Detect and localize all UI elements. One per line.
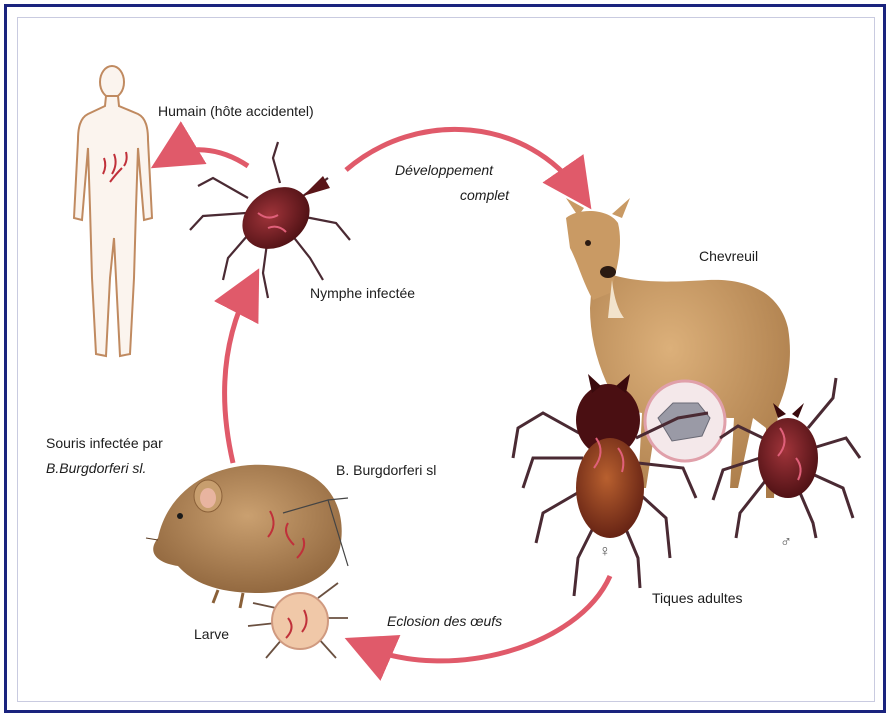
label-human: Humain (hôte accidentel) [158,102,314,120]
mouse-figure [146,465,342,608]
human-figure [74,66,152,356]
lyme-cycle-illustration [18,18,874,701]
label-mouse-line-2: B.Burgdorferi sl. [46,459,146,477]
label-hatching: Eclosion des œufs [387,612,502,630]
male-symbol: ♂ [780,534,792,552]
label-development-line-1: Développement [395,161,493,179]
label-bacteria: B. Burgdorferi sl [336,461,436,479]
male-tick-body [758,418,818,498]
female-symbol: ♀ [599,543,611,561]
image-frame: Humain (hôte accidentel) Développement c… [4,4,886,713]
larva-zoom-circle [272,593,328,649]
label-adult-ticks: Tiques adultes [652,589,743,607]
female-tick-body [576,438,644,538]
label-deer: Chevreuil [699,247,758,265]
diagram-canvas: Humain (hôte accidentel) Développement c… [17,17,875,702]
nymph-tick-body [230,174,321,261]
label-larva: Larve [194,625,229,643]
label-nymph: Nymphe infectée [310,284,415,302]
arrow-mouse-to-nymph [225,286,250,463]
label-mouse-line-1: Souris infectée par [46,434,163,452]
label-development-line-2: complet [460,186,509,204]
arrow-nymph-to-human [168,150,248,166]
